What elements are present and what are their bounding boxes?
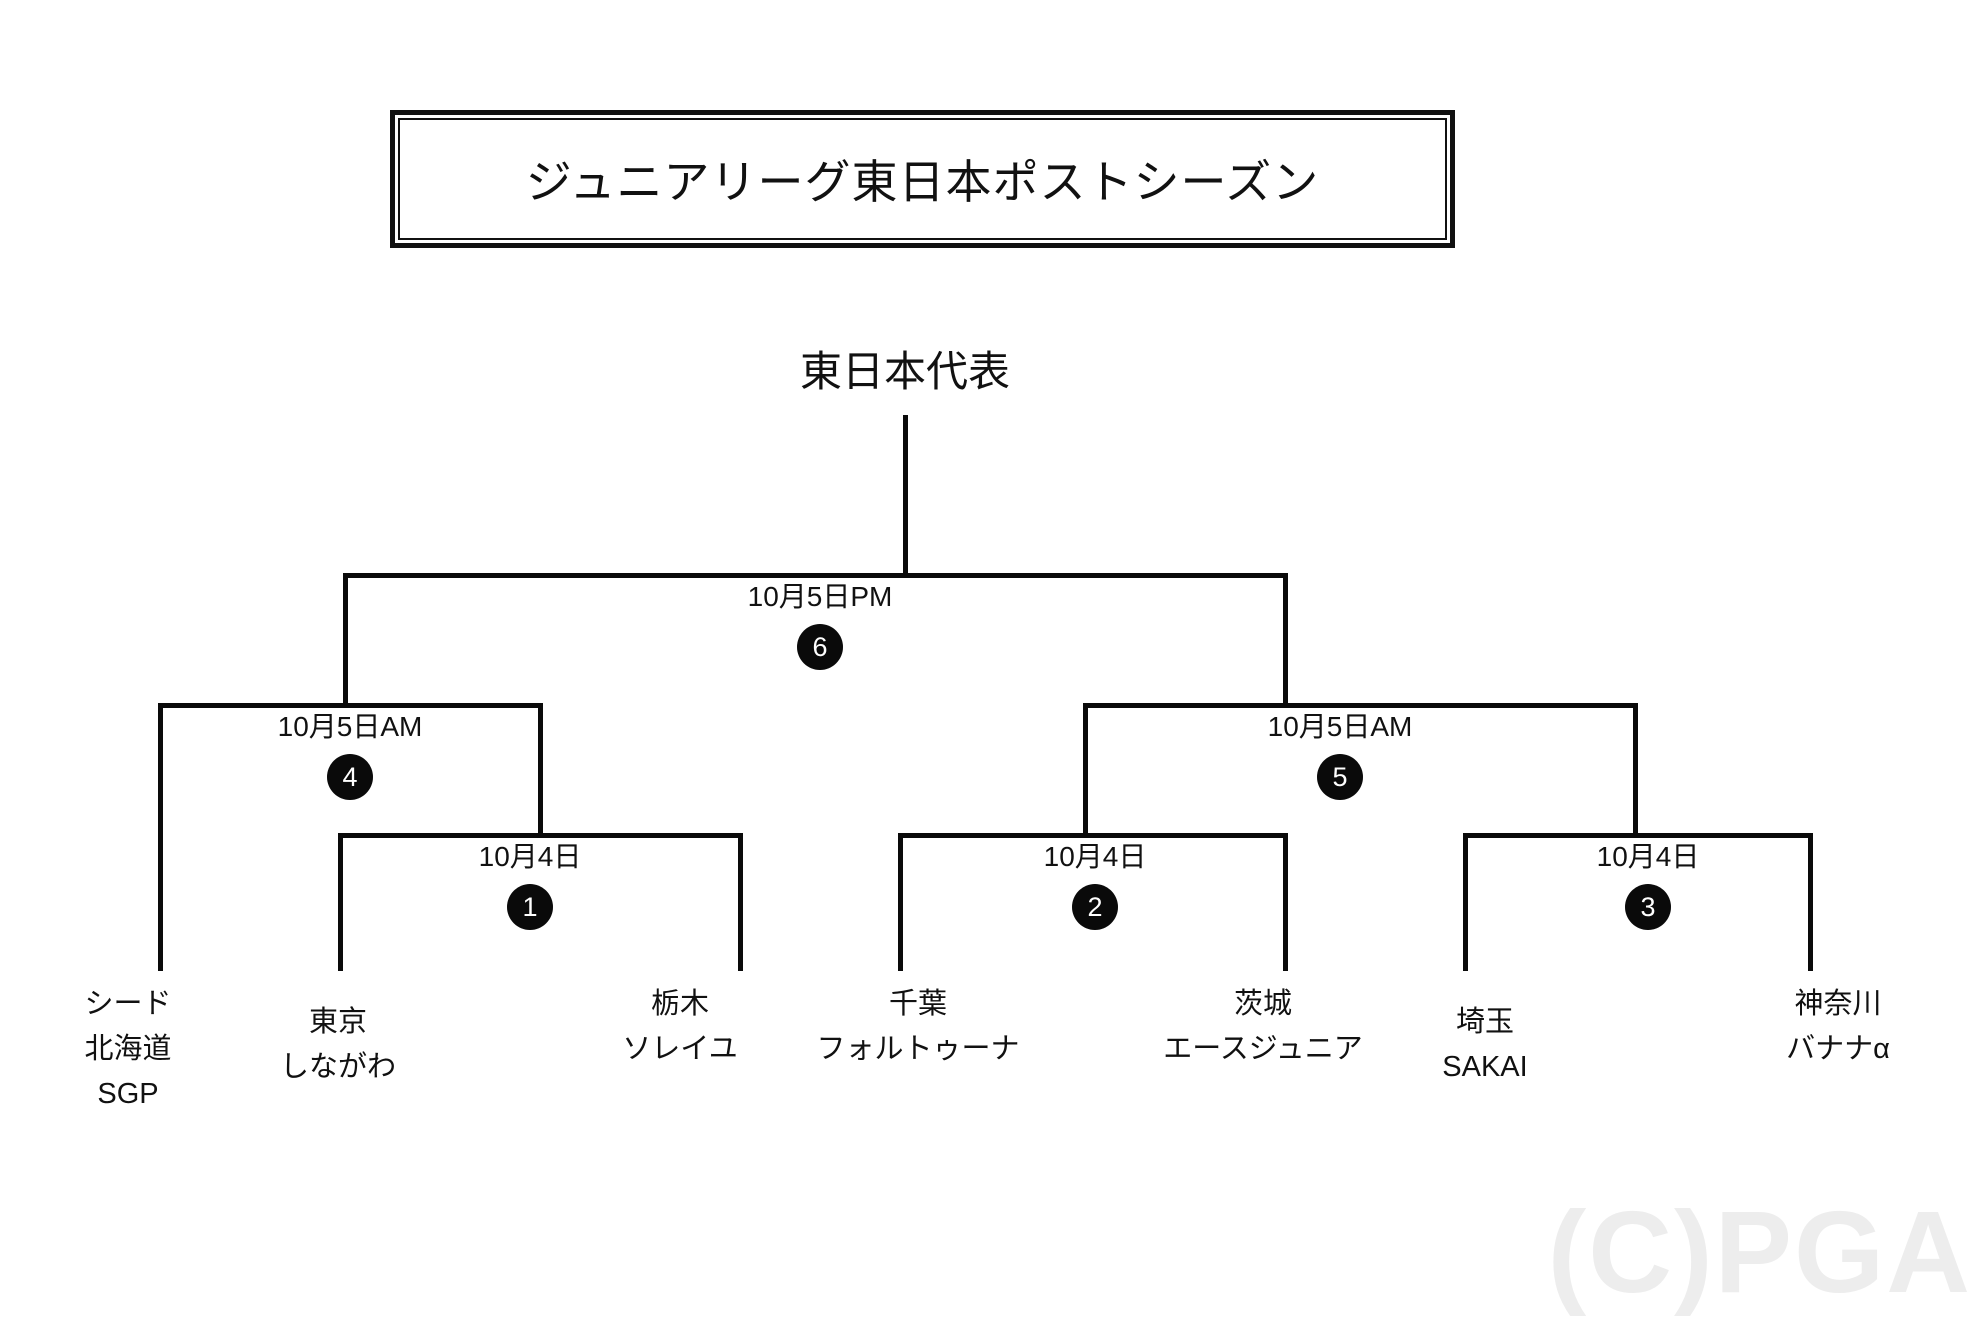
bracket-line-match1-crossbar	[338, 833, 743, 838]
team-hokkaido-sgp[interactable]: シード 北海道 SGP	[0, 982, 278, 1117]
match-4-date: 10月5日AM	[277, 711, 423, 742]
match-1-date: 10月4日	[478, 841, 582, 872]
team-chiba-fortuna-line2: フォルトゥーナ	[816, 1033, 1020, 1065]
bracket-line-match1-left-stem	[338, 833, 343, 971]
team-saitama-sakai-line2: SAKAI	[1442, 1051, 1528, 1083]
team-hokkaido-sgp-line3: SGP	[97, 1078, 159, 1110]
match-2-label[interactable]: 10月4日 2	[945, 840, 1245, 930]
bracket-line-champion-stem	[903, 415, 908, 578]
tournament-title-box: ジュニアリーグ東日本ポストシーズン	[390, 110, 1455, 248]
bracket-line-semifinal-right-right-drop	[1633, 703, 1638, 838]
bracket-line-match3-crossbar	[1463, 833, 1813, 838]
team-hokkaido-sgp-line1: シード	[84, 988, 172, 1020]
bracket-line-final-crossbar	[343, 573, 1288, 578]
team-tokyo-shinagawa-line1: 東京	[308, 1006, 367, 1038]
bracket-line-seed-stem	[158, 703, 163, 971]
bracket-line-final-right-drop	[1283, 573, 1288, 708]
bracket-line-match2-crossbar	[898, 833, 1288, 838]
match-2-number-badge: 2	[1072, 884, 1118, 930]
champion-label-text: 東日本代表	[799, 348, 1010, 395]
match-4-label[interactable]: 10月5日AM 4	[200, 710, 500, 800]
team-tokyo-shinagawa[interactable]: 東京 しながわ	[188, 1000, 488, 1090]
team-saitama-sakai[interactable]: 埼玉 SAKAI	[1335, 1000, 1635, 1090]
team-tochigi-soleil[interactable]: 栃木 ソレイユ	[530, 982, 830, 1072]
team-tochigi-soleil-line2: ソレイユ	[622, 1033, 738, 1065]
match-4-number-badge: 4	[327, 754, 373, 800]
match-6-number-badge: 6	[797, 624, 843, 670]
match-2-date: 10月4日	[1043, 841, 1147, 872]
team-hokkaido-sgp-line2: 北海道	[84, 1033, 172, 1065]
page-title: ジュニアリーグ東日本ポストシーズン	[525, 156, 1320, 208]
bracket-line-match3-left-stem	[1463, 833, 1468, 971]
team-kanagawa-banana-alpha-line1: 神奈川	[1794, 988, 1882, 1020]
match-3-label[interactable]: 10月4日 3	[1498, 840, 1798, 930]
team-chiba-fortuna[interactable]: 千葉 フォルトゥーナ	[768, 982, 1068, 1072]
bracket-line-semifinal-right-crossbar	[1083, 703, 1635, 708]
team-tochigi-soleil-line1: 栃木	[650, 988, 709, 1020]
team-saitama-sakai-line1: 埼玉	[1455, 1006, 1514, 1038]
match-5-label[interactable]: 10月5日AM 5	[1190, 710, 1490, 800]
bracket-line-match3-right-stem	[1808, 833, 1813, 971]
team-ibaraki-ace-junior-line2: エースジュニア	[1163, 1033, 1363, 1065]
team-chiba-fortuna-line1: 千葉	[888, 988, 947, 1020]
copyright-watermark: (C)PGA	[1547, 1187, 1972, 1317]
tournament-title-inner-border: ジュニアリーグ東日本ポストシーズン	[398, 118, 1447, 240]
team-ibaraki-ace-junior[interactable]: 茨城 エースジュニア	[1113, 982, 1413, 1072]
match-5-date: 10月5日AM	[1267, 711, 1413, 742]
bracket-line-match1-right-stem	[738, 833, 743, 971]
bracket-line-semifinal-left-crossbar	[158, 703, 543, 708]
team-kanagawa-banana-alpha[interactable]: 神奈川 バナナα	[1688, 982, 1980, 1072]
bracket-line-semifinal-left-right-drop	[538, 703, 543, 838]
champion-label: 東日本代表	[0, 338, 1980, 399]
match-5-number-badge: 5	[1317, 754, 1363, 800]
match-6-date: 10月5日PM	[747, 581, 893, 612]
bracket-line-final-left-drop	[343, 573, 348, 708]
match-3-date: 10月4日	[1596, 841, 1700, 872]
team-kanagawa-banana-alpha-line2: バナナα	[1786, 1033, 1890, 1065]
bracket-line-match2-right-stem	[1283, 833, 1288, 971]
match-6-label[interactable]: 10月5日PM 6	[670, 580, 970, 670]
team-ibaraki-ace-junior-line1: 茨城	[1233, 988, 1292, 1020]
bracket-line-semifinal-right-left-drop	[1083, 703, 1088, 838]
match-3-number-badge: 3	[1625, 884, 1671, 930]
bracket-line-match2-left-stem	[898, 833, 903, 971]
match-1-number-badge: 1	[507, 884, 553, 930]
team-tokyo-shinagawa-line2: しながわ	[279, 1051, 396, 1083]
match-1-label[interactable]: 10月4日 1	[380, 840, 680, 930]
